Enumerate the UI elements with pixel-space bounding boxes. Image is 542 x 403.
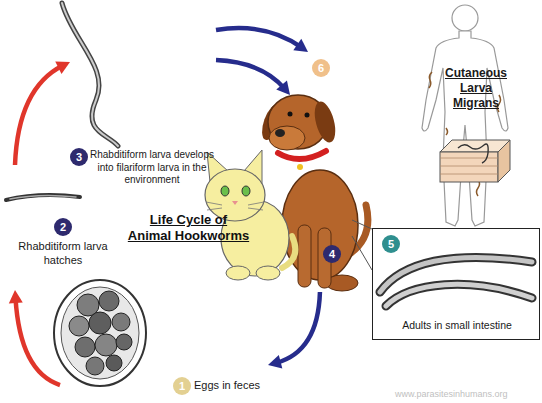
egg-cell — [99, 291, 119, 311]
skin-larva — [458, 144, 488, 163]
stage-filariform: 3Rhabditiform larva develops into filari… — [70, 0, 216, 195]
egg-cell — [116, 334, 132, 350]
egg-cell — [69, 316, 89, 336]
skin-side — [498, 140, 510, 182]
arrow-head — [9, 290, 23, 303]
dog-muzzle — [269, 126, 305, 150]
stage-caption: Eggs in feces — [194, 379, 266, 393]
callout-number: 5 — [382, 235, 400, 253]
callout-number: 1 — [173, 377, 191, 395]
larva-body — [62, 3, 118, 146]
leader-line — [352, 220, 372, 270]
human-body — [422, 31, 508, 226]
cycle-arrow — [216, 28, 301, 47]
skin-layers — [440, 158, 498, 174]
callout-number: 3 — [70, 148, 88, 166]
stage-human: 6 Cutaneous Larva Migrans — [308, 0, 542, 225]
dog-nose — [275, 129, 285, 137]
callout-number: 6 — [312, 59, 330, 77]
egg-drawing — [54, 280, 146, 386]
larva-highlight — [10, 195, 76, 199]
stage-caption: Cutaneous Larva Migrans — [440, 66, 512, 111]
arrow-head — [55, 62, 70, 75]
egg-cell — [106, 355, 122, 371]
larva-highlight — [62, 3, 118, 146]
arrow-head — [268, 355, 282, 369]
cat-paw — [226, 266, 250, 280]
worm-highlight — [386, 284, 532, 306]
human-head — [452, 5, 478, 31]
cat-nose — [232, 201, 238, 205]
stage-caption: Adults in small intestine — [373, 319, 541, 332]
cat-eye — [221, 186, 229, 196]
arrow-head — [293, 39, 308, 52]
cycle-arrow — [216, 60, 285, 89]
larva-body — [6, 195, 80, 200]
arrow-head — [276, 81, 290, 95]
skin-section — [440, 140, 510, 182]
collar-tag — [297, 164, 303, 170]
egg-shell — [54, 280, 146, 386]
dog-eye — [288, 112, 293, 117]
closeup-box: 5Adults in small intestine — [372, 228, 540, 340]
stage-rhabditiform: 2Rhabditiform larva hatches — [5, 165, 120, 290]
cycle-arrow — [15, 66, 63, 165]
dog-collar — [278, 151, 326, 159]
dog-ear — [311, 99, 339, 144]
diagram-title: Life Cycle of Animal Hookworms — [127, 212, 250, 245]
human-outline — [422, 5, 508, 226]
larva-drawing — [6, 195, 80, 200]
egg-membrane — [61, 287, 139, 379]
stage-egg: 1Eggs in feces — [60, 275, 268, 395]
adult-worms — [380, 257, 532, 306]
egg-cell — [95, 334, 117, 356]
cat-paw — [256, 266, 280, 280]
dog-leg — [298, 225, 311, 287]
watermark: www.parasitesinhumans.org — [395, 389, 540, 399]
stage-caption: Rhabditiform larva develops into filarif… — [88, 149, 216, 187]
cat-whiskers — [206, 202, 264, 210]
egg-cell — [75, 337, 95, 357]
egg-cell — [86, 357, 104, 375]
stage-host-animals: 4 — [195, 95, 370, 292]
egg-cell — [112, 313, 130, 331]
egg-cell — [89, 312, 111, 334]
callout-number: 2 — [54, 218, 72, 236]
dog-eye — [305, 113, 310, 118]
skin-front — [440, 152, 498, 182]
adult-worm — [386, 284, 532, 306]
callout-number: 4 — [323, 245, 341, 263]
stage-caption: Rhabditiform larva hatches — [8, 240, 118, 268]
cycle-arrow — [15, 298, 60, 385]
cat-eye — [242, 186, 250, 196]
cycle-arrow — [276, 292, 320, 363]
filariform-larva-drawing — [62, 3, 118, 146]
